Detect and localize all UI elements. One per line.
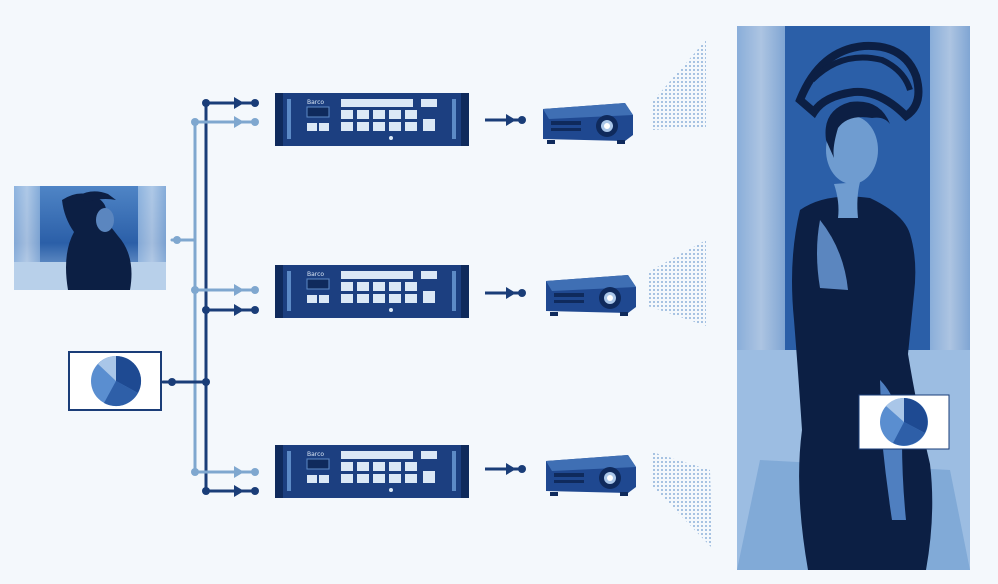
video-source-photo: [14, 186, 166, 290]
video-processor-2: [275, 265, 469, 318]
video-processor-1: Barco: [275, 93, 469, 146]
processor-brand-label: Barco: [307, 99, 324, 106]
projector-1: [543, 103, 633, 144]
video-processor-3: [275, 445, 469, 498]
composite-chart-inset: [859, 395, 949, 449]
projector-3: [546, 455, 636, 496]
output-arrows: [485, 114, 526, 475]
signal-bus: [163, 97, 259, 497]
projector-2: [546, 275, 636, 316]
projection-beams: [648, 40, 712, 548]
projected-composite-image: [737, 26, 970, 570]
pie-chart-icon: [91, 356, 141, 406]
computer-source-chart: [69, 352, 161, 410]
